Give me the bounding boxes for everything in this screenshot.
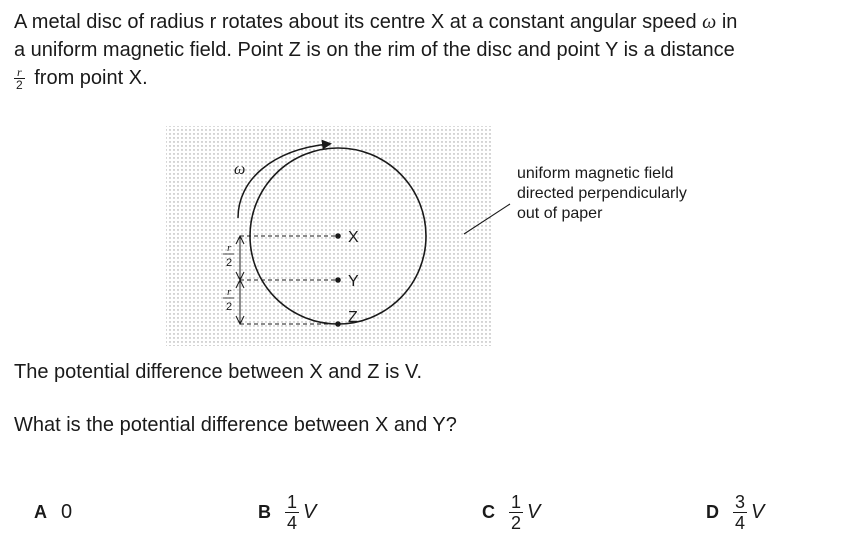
lower-half-r-denominator: 2 — [226, 301, 232, 313]
option-b-unit: V — [303, 500, 317, 523]
option-b-fraction: 1 4 — [285, 491, 300, 533]
option-d[interactable]: D 3 4 V — [706, 482, 764, 542]
option-c-denominator: 2 — [511, 512, 522, 533]
option-d-numerator: 3 — [733, 491, 748, 513]
question-stem: A metal disc of radius r rotates about i… — [14, 8, 854, 92]
disc-diagram: ω r 2 r 2 X Y Z — [166, 126, 511, 346]
rotation-arrow-icon — [237, 139, 332, 219]
option-c-unit: V — [527, 500, 541, 523]
magnetic-field-region — [166, 126, 492, 346]
option-b-value: 1 4 V — [285, 492, 316, 533]
dimension-arrow-top-icon — [235, 234, 245, 245]
option-d-fraction: 3 4 — [733, 491, 748, 533]
field-caption: uniform magnetic field directed perpendi… — [517, 164, 757, 224]
option-c[interactable]: C 1 2 V — [482, 482, 540, 542]
answer-options: A 0 B 1 4 V C 1 2 V D 3 4 V — [0, 482, 863, 542]
stem-line-3: r 2 from point X. — [14, 64, 854, 92]
r-over-2-fraction: r 2 — [14, 66, 25, 91]
point-y-dot — [335, 277, 341, 283]
question-text: What is the potential difference between… — [14, 414, 457, 436]
option-d-letter: D — [706, 501, 719, 522]
fraction-denominator: 2 — [16, 78, 23, 93]
option-d-unit: V — [751, 500, 765, 523]
upper-half-r-numerator: r — [227, 242, 232, 254]
omega-symbol: ω — [702, 11, 717, 33]
stem-line-3-text: from point X. — [34, 67, 148, 89]
option-b[interactable]: B 1 4 V — [258, 482, 316, 542]
field-caption-line-1: uniform magnetic field — [517, 165, 674, 182]
point-y-label: Y — [348, 273, 359, 290]
option-c-value: 1 2 V — [509, 492, 540, 533]
point-z-label: Z — [348, 309, 358, 326]
stem-line-1: A metal disc of radius r rotates about i… — [14, 8, 854, 36]
field-caption-pointer — [463, 203, 511, 235]
option-d-value: 3 4 V — [733, 492, 764, 533]
option-c-letter: C — [482, 501, 495, 522]
stem-line-1-text: A metal disc of radius r rotates about i… — [14, 11, 697, 33]
option-c-numerator: 1 — [509, 491, 524, 513]
stem-line-2: a uniform magnetic field. Point Z is on … — [14, 39, 735, 61]
dimension-arrow-bottom-icon — [235, 315, 245, 326]
point-x-label: X — [348, 229, 359, 246]
option-b-letter: B — [258, 501, 271, 522]
field-caption-line-2: directed perpendicularly — [517, 185, 687, 202]
point-x-dot — [335, 233, 341, 239]
pd-statement: The potential difference between X and Z… — [14, 361, 423, 383]
option-a[interactable]: A 0 — [34, 482, 72, 542]
diagram-omega-label: ω — [234, 161, 245, 178]
option-b-numerator: 1 — [285, 491, 300, 513]
option-b-denominator: 4 — [287, 512, 298, 533]
option-a-letter: A — [34, 501, 47, 522]
stem-line-1-end: in — [721, 11, 738, 33]
option-c-fraction: 1 2 — [509, 491, 524, 533]
point-z-dot — [335, 321, 341, 327]
upper-half-r-denominator: 2 — [226, 257, 232, 269]
lower-half-r-numerator: r — [227, 286, 232, 298]
option-d-denominator: 4 — [735, 512, 746, 533]
option-a-value: 0 — [61, 500, 73, 523]
field-caption-line-3: out of paper — [517, 205, 603, 222]
fraction-numerator: r — [14, 66, 25, 80]
dimension-arrow-mid-down-icon — [235, 278, 245, 289]
